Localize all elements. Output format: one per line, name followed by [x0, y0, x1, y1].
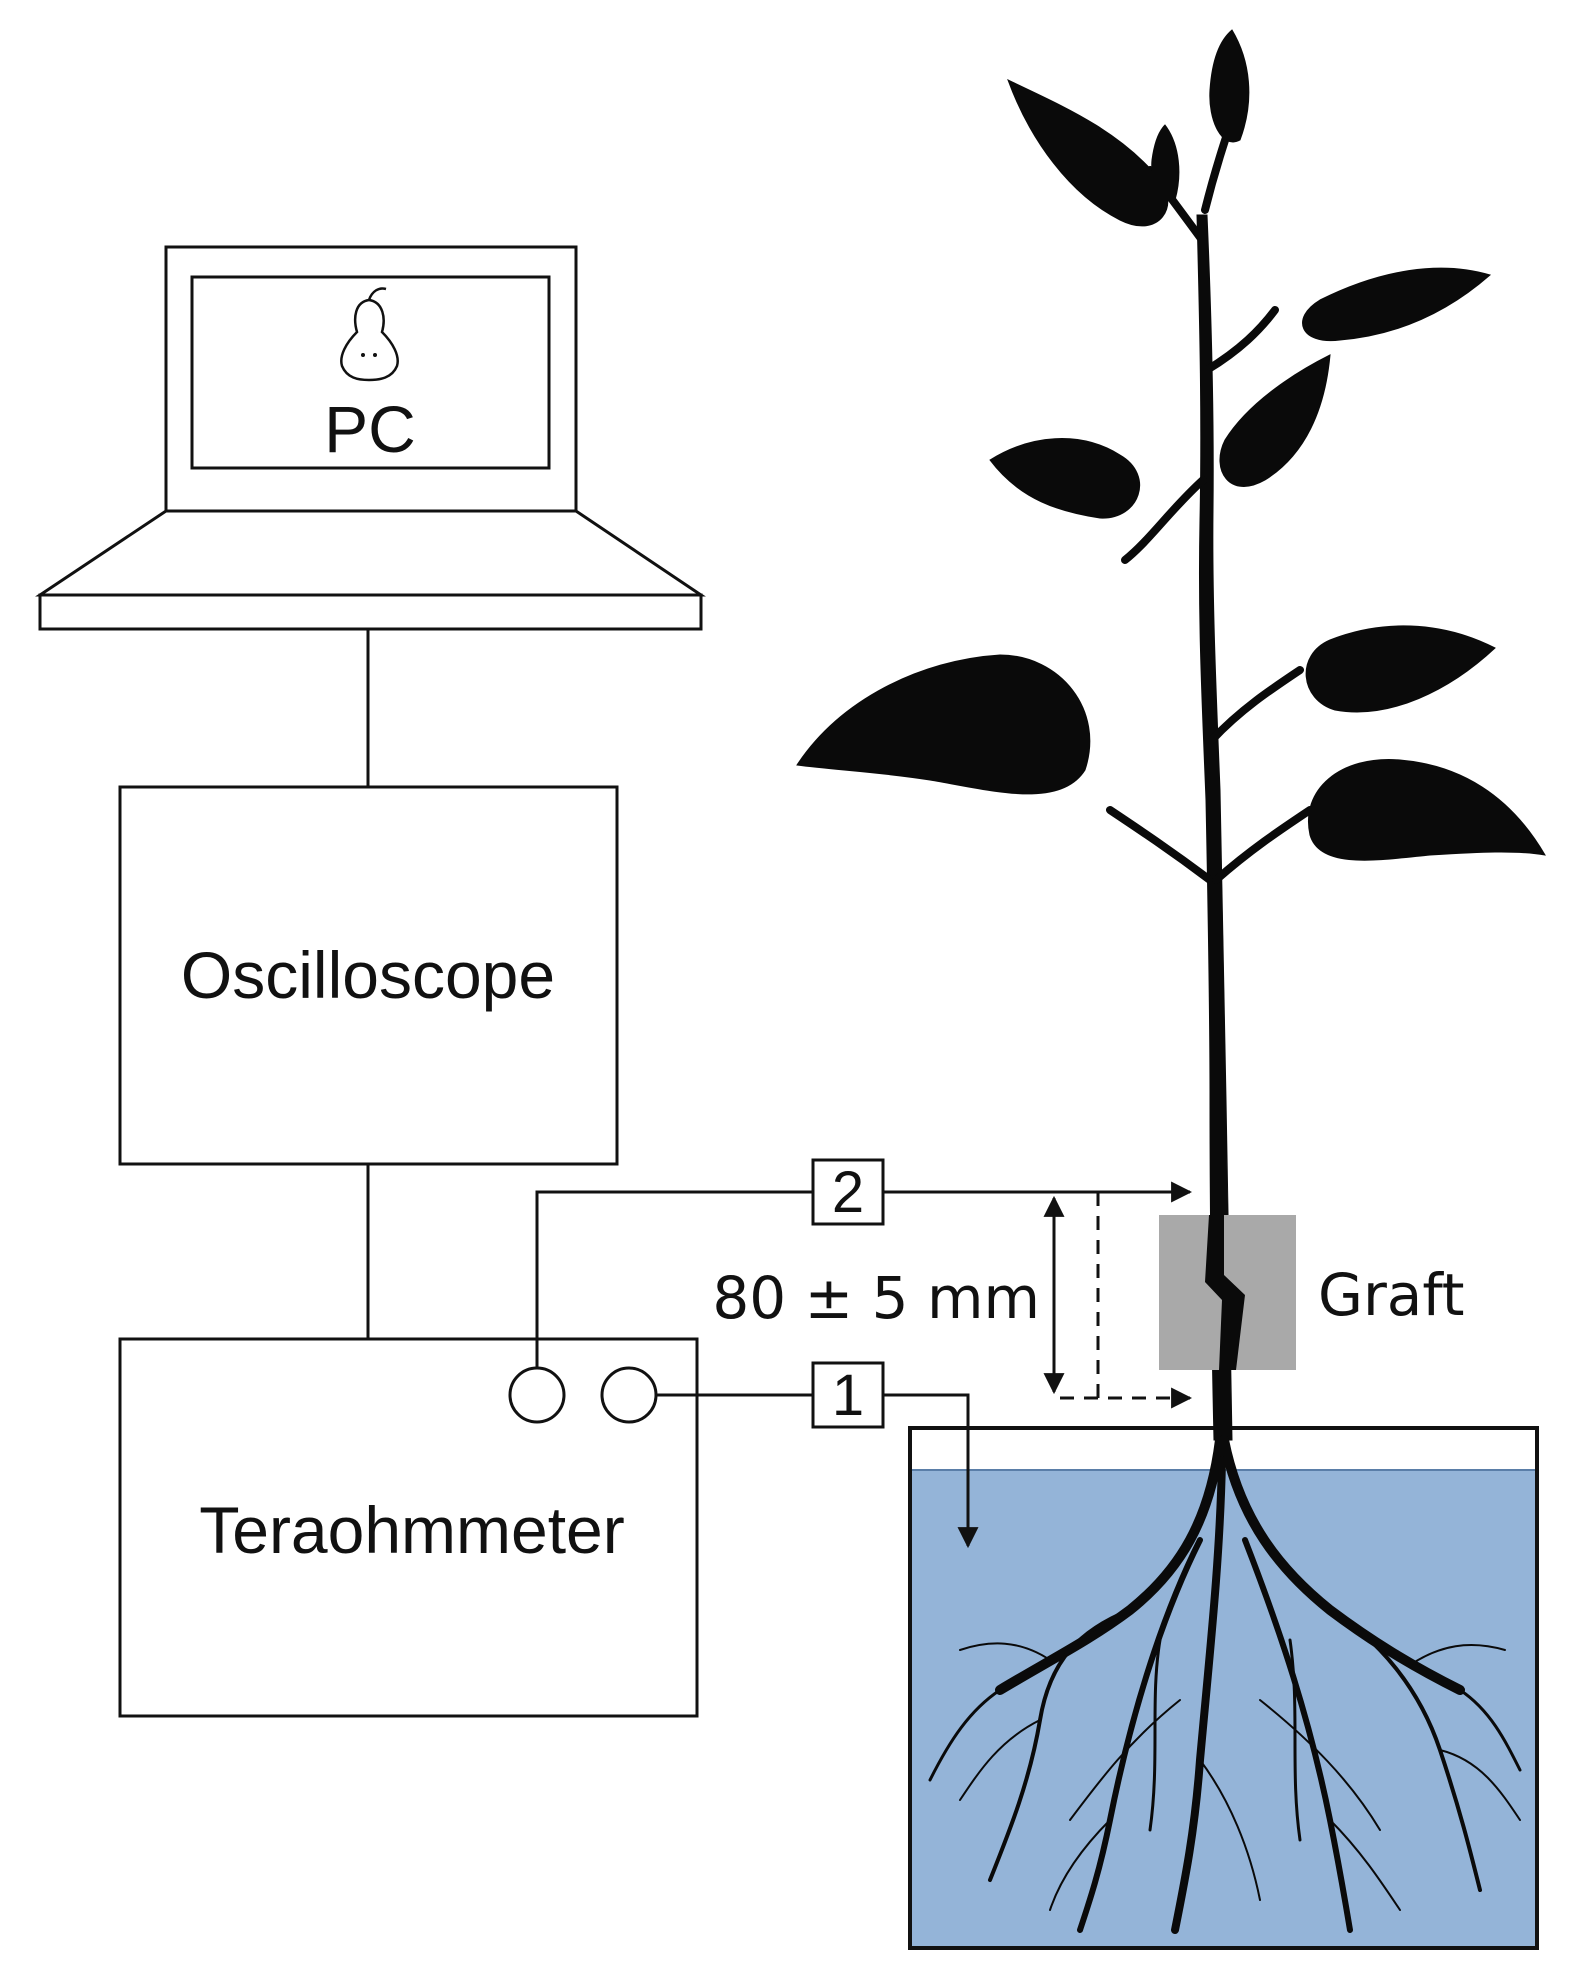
electrode-1-box — [811, 1361, 885, 1429]
plant-branch — [1212, 806, 1314, 884]
laptop-screen — [190, 275, 551, 470]
electrode-1-wire — [656, 1393, 979, 1549]
plant-leaf — [1007, 79, 1169, 227]
oscilloscope-label: Oscilloscope — [181, 938, 555, 1012]
water — [912, 1470, 1535, 1946]
teraohmmeter-label: Teraohmmeter — [199, 1493, 625, 1567]
graft-label: Graft — [1318, 1261, 1464, 1329]
pc-label: PC — [324, 392, 416, 466]
plant-silhouette — [796, 29, 1546, 1934]
laptop-front-edge — [38, 593, 703, 631]
terminal-2-socket — [508, 1366, 566, 1424]
pear-icon — [340, 287, 399, 382]
laptop-keyboard-base — [35, 509, 706, 597]
electrode-2-box — [811, 1158, 885, 1226]
plant-branch — [1208, 666, 1304, 744]
plant-stem — [1196, 214, 1233, 1441]
graft-union — [1205, 1215, 1245, 1370]
plant-leaf — [1308, 759, 1546, 861]
plant-leaf — [989, 438, 1141, 519]
plant-leaf — [796, 654, 1091, 795]
electrode-1-label: 1 — [832, 1363, 864, 1428]
electrode-2-wire — [535, 1181, 1193, 1368]
plant-branch — [1203, 306, 1279, 374]
terminal-1-socket — [600, 1366, 658, 1424]
plant-leaf — [1305, 625, 1496, 713]
teraohmmeter-box — [118, 1337, 699, 1718]
plant-leaf — [1302, 267, 1492, 342]
plant-leaf — [1209, 29, 1250, 143]
electrode-2-label: 2 — [832, 1160, 864, 1225]
plant-leaf — [1151, 124, 1180, 202]
plant-leaf — [1219, 354, 1331, 487]
plant-branch — [1106, 806, 1214, 884]
plant-branch — [1121, 476, 1207, 564]
distance-label: 80 ± 5 mm — [712, 1264, 1040, 1332]
plant-roots — [928, 1435, 1522, 1934]
pc-laptop — [35, 245, 706, 631]
